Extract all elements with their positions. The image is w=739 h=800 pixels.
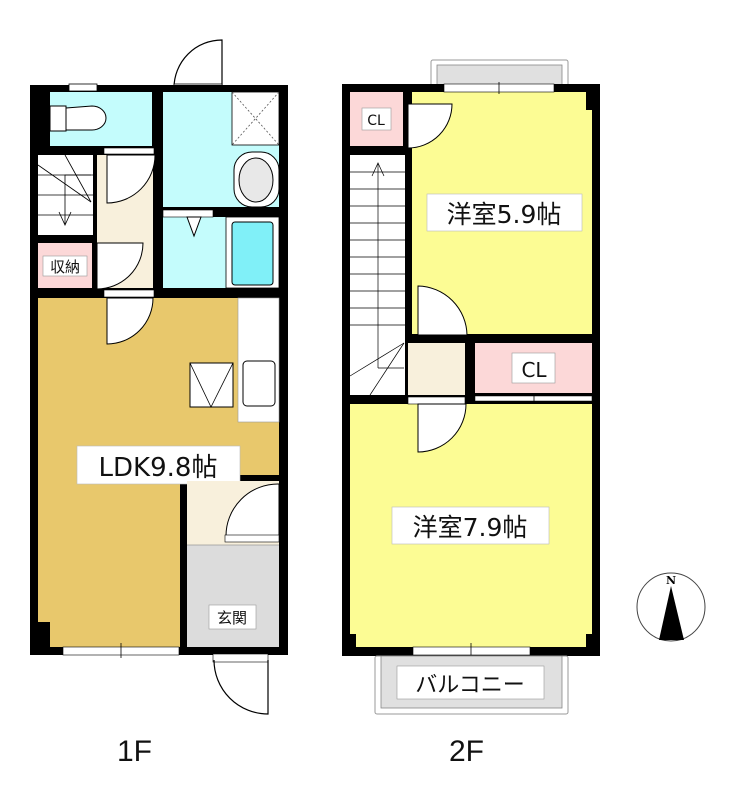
stairs-lines-2f [349, 162, 405, 396]
western-room-1-label: 洋室5.9帖 [447, 200, 562, 229]
sink-icon [242, 360, 276, 407]
door-swing-closet-small [407, 103, 453, 149]
ldk-label: LDK9.8帖 [99, 453, 218, 483]
door-swing-entrance-ldk [225, 483, 280, 538]
fridge-space-icon [189, 362, 234, 408]
door-swing-western-1 [417, 285, 468, 336]
door-swing-ldk [106, 297, 154, 345]
door-swing-storage [96, 242, 144, 290]
bathtub-icon [231, 221, 274, 286]
floor-label-2f: 2F [449, 735, 485, 768]
closet-small-label: CL [367, 113, 385, 129]
entrance-label: 玄関 [217, 609, 247, 627]
washbasin-icon [233, 151, 280, 208]
room-hall-2f [408, 343, 465, 395]
washing-machine-space [231, 91, 280, 146]
balcony-label: バルコニー [415, 673, 525, 698]
door-swing-washroom-exterior [173, 39, 223, 89]
storage-label: 収納 [50, 258, 80, 276]
bathroom-door-marker [186, 216, 202, 238]
stairs-lines [37, 154, 93, 226]
compass-label: N [666, 574, 676, 587]
door-swing-toilet [106, 154, 156, 204]
floor-2f: CL 洋室5.9帖 CL [342, 59, 600, 715]
balcony: バルコニー [374, 655, 569, 715]
floor-label-1f: 1F [117, 735, 153, 768]
toilet-fixture-icon [49, 105, 107, 132]
compass-north-icon: N [636, 572, 706, 642]
western-room-2-label: 洋室7.9帖 [413, 513, 528, 542]
door-swing-western-2 [417, 403, 467, 453]
door-swing-front-door [213, 659, 269, 715]
closet-large-label: CL [521, 358, 547, 382]
floor-1f: 収納 LDK9.8帖 玄関 [30, 39, 288, 715]
room-entrance [187, 545, 279, 647]
